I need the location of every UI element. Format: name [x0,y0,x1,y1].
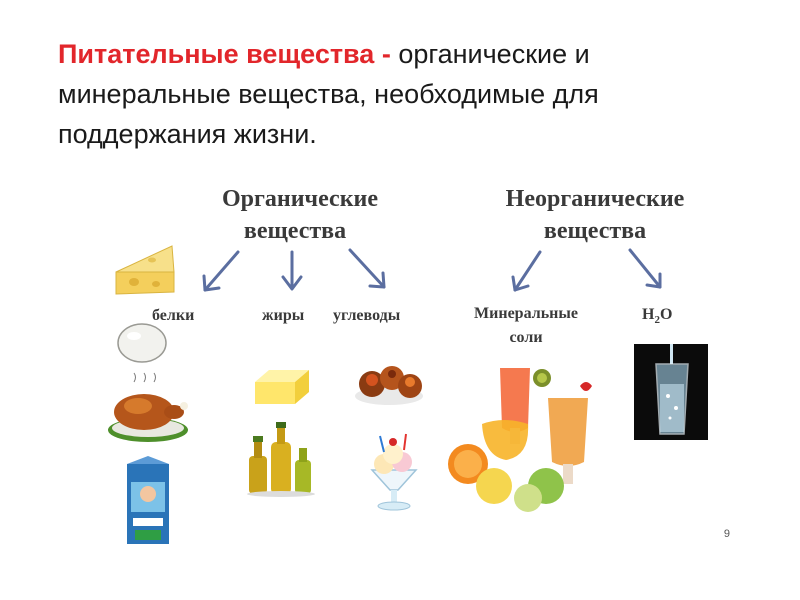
juice-and-fruit-icon [448,368,592,512]
water-o: O [659,306,673,323]
egg-icon [117,323,167,363]
page-number: 9 [723,528,730,540]
label-carbs: углеводы [333,307,401,324]
water-subscript: 2 [654,314,660,327]
arrow-to-salts [511,250,542,292]
water-glass-icon [634,344,708,440]
organic-header-line2: вещества [243,218,347,244]
label-fats: жиры [262,307,305,324]
definition-text: Питательные вещества - органические и ми… [58,34,758,154]
label-proteins: белки [152,307,195,324]
ice-cream-sundae-icon [370,433,418,511]
arrow-to-carbs [348,248,386,289]
label-mineral-salts: Минеральные соли [452,304,600,348]
definition-term: Питательные вещества - [58,39,391,69]
butter-icon [255,370,309,404]
milk-carton-icon [127,456,169,544]
organic-header: Органические вещества [195,183,405,247]
organic-header-line1: Органические [221,186,378,212]
inorganic-header-line2: вещества [543,218,647,244]
oil-bottles-icon [247,422,315,497]
definition-body: органические и минеральные вещества, нео… [58,39,599,149]
inorganic-header: Неорганические вещества [465,183,725,247]
label-mineral-salts-line2: соли [509,329,543,346]
arrow-to-proteins [202,250,240,292]
arrow-to-fats [281,250,303,291]
roast-chicken-icon [108,372,188,442]
water-h: H [642,306,655,323]
pastries-icon [355,366,423,405]
arrow-to-water [628,248,662,289]
inorganic-header-line1: Неорганические [505,186,685,212]
label-mineral-salts-line1: Минеральные [474,305,578,322]
cheese-icon [115,245,175,295]
label-water: H2O [642,305,672,330]
